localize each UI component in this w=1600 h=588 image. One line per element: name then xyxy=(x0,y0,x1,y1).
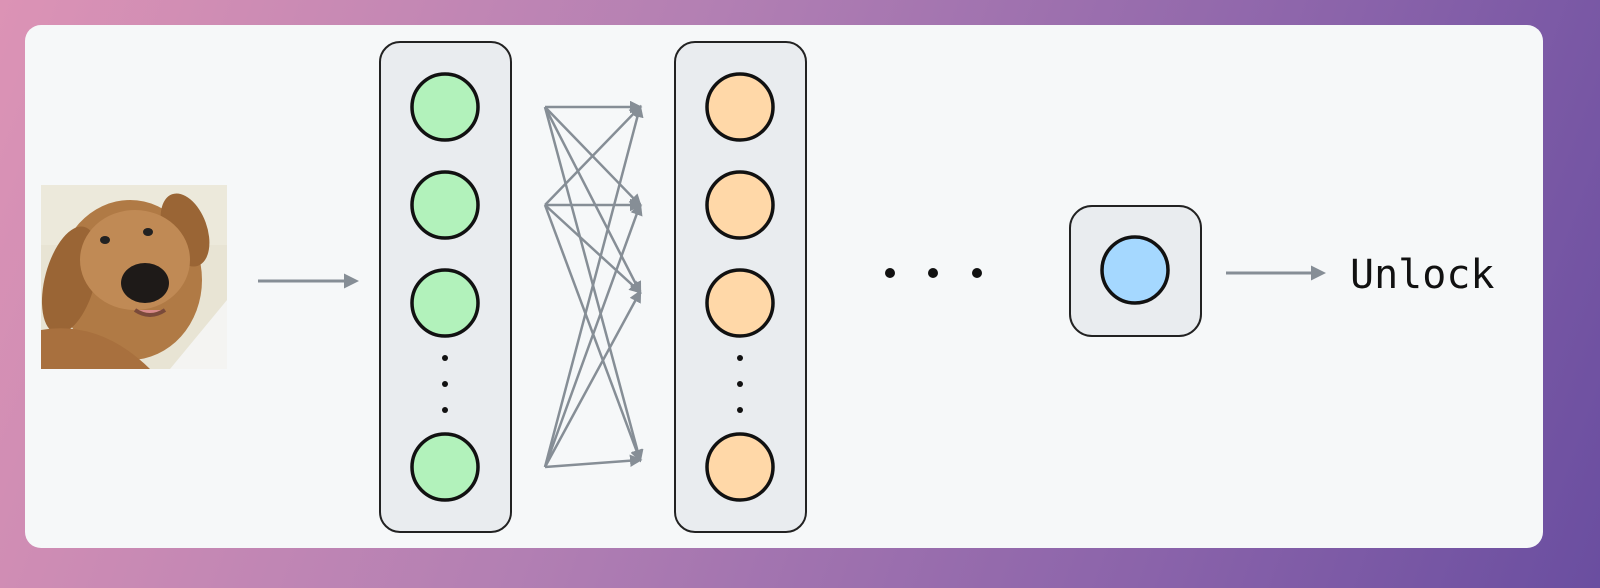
neuron-node xyxy=(705,268,775,338)
ellipsis-dot xyxy=(972,268,982,278)
connection-arrow xyxy=(543,202,643,468)
connection-arrow xyxy=(543,106,642,295)
neuron-node xyxy=(705,432,775,502)
connection-arrow xyxy=(544,204,642,294)
connection-arrow xyxy=(544,105,642,206)
neuron-node xyxy=(705,72,775,142)
neuron-node xyxy=(410,170,480,240)
connection-arrow xyxy=(543,104,644,468)
connection-arrow xyxy=(543,289,642,468)
input-layer xyxy=(379,41,512,533)
output-node xyxy=(1100,235,1170,305)
output-layer xyxy=(1069,205,1202,337)
vertical-ellipsis-dot xyxy=(737,407,743,413)
vertical-ellipsis-dot xyxy=(737,381,743,387)
ellipsis xyxy=(885,268,982,278)
dog-image xyxy=(41,185,227,369)
vertical-ellipsis-dot xyxy=(737,355,743,361)
neuron-node xyxy=(410,268,480,338)
neuron-node xyxy=(705,170,775,240)
neuron-node xyxy=(410,72,480,142)
connections xyxy=(543,100,644,469)
ellipsis-dot xyxy=(885,268,895,278)
ellipsis-dot xyxy=(928,268,938,278)
vertical-ellipsis-dot xyxy=(442,407,448,413)
neuron-node xyxy=(410,432,480,502)
hidden-layer xyxy=(674,41,807,533)
vertical-ellipsis-dot xyxy=(442,355,448,361)
output-label: Unlock xyxy=(1350,252,1495,298)
vertical-ellipsis-dot xyxy=(442,381,448,387)
connection-arrow xyxy=(544,454,643,469)
